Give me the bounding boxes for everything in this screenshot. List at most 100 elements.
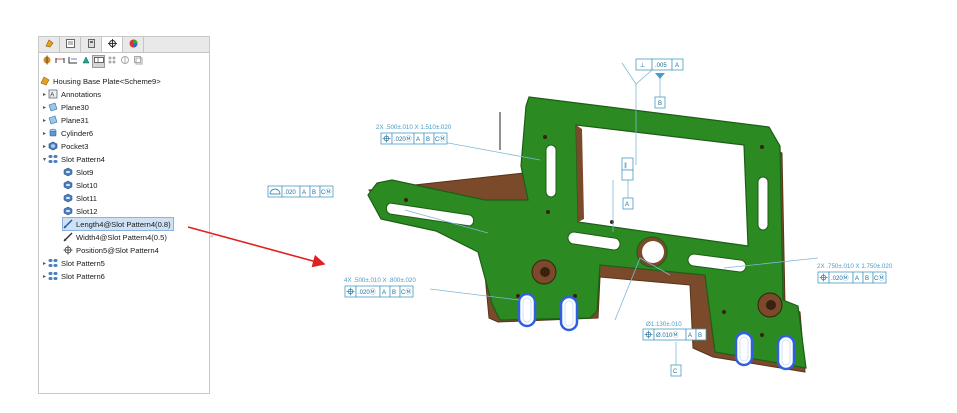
tree-item-label: Slot12 — [76, 206, 98, 216]
auto-dimension-scheme-icon — [42, 55, 52, 67]
show-tolerance-status-icon — [120, 55, 130, 67]
datum-icon — [81, 55, 91, 67]
fcf-symbol: ∥ — [624, 162, 627, 169]
expand-arrow-icon[interactable]: ▸ — [42, 91, 46, 98]
feature-manager-icon — [44, 38, 55, 51]
panel-tab-bar — [39, 37, 209, 53]
tree-item-label: Width4@Slot Pattern4(0.5) — [76, 232, 167, 242]
fcf-tolerance: .020Ⓜ — [358, 288, 376, 296]
size-dimension-icon — [55, 55, 65, 67]
dimxpert-manager-panel: Housing Base Plate<Scheme9> ▸ A Annotati… — [38, 36, 210, 394]
top-slot-right — [757, 176, 769, 231]
tab-display-manager[interactable] — [123, 37, 144, 52]
cylinder-icon — [48, 128, 58, 138]
fcf-tolerance: .020Ⓜ — [831, 274, 849, 282]
highlighted-slot-pattern[interactable] — [517, 292, 796, 371]
collapse-arrow-icon[interactable]: ▾ — [42, 156, 46, 163]
pattern-feature-button[interactable] — [106, 56, 117, 67]
fcf-datum-b: B — [392, 290, 396, 296]
expand-arrow-icon[interactable]: ▸ — [42, 143, 46, 150]
tree-item-label: Slot9 — [76, 167, 94, 177]
tab-configuration-manager[interactable] — [81, 37, 102, 52]
slot-icon — [63, 180, 73, 190]
top-slot-left — [545, 144, 557, 198]
auto-dimension-scheme-button[interactable] — [41, 55, 52, 67]
tab-dimxpert-manager[interactable] — [102, 37, 123, 52]
fcf-tolerance: .020Ⓜ — [394, 135, 412, 143]
expand-arrow-icon[interactable]: ▸ — [42, 130, 46, 137]
fcf-datum-b: B — [865, 276, 869, 282]
fcf-tolerance: .005 — [655, 63, 667, 69]
callout-arrow — [187, 226, 326, 268]
tree-item-label: Position5@Slot Pattern4 — [76, 245, 159, 255]
tab-property-manager[interactable] — [60, 37, 81, 52]
tree-item-label: Length4@Slot Pattern4(0.8) — [76, 219, 171, 229]
location-dimension-button[interactable] — [67, 56, 78, 67]
tree-item-length4-dimension[interactable]: Length4@Slot Pattern4(0.8) — [62, 217, 174, 231]
fcf-top-perpendicularity[interactable]: ⊥ .005 A B — [635, 58, 684, 109]
dim-top-slots[interactable]: 2X .500±.010 X 1.510±.020 .020Ⓜ A B CⓂ — [376, 124, 452, 145]
tree-item-slot-pattern5[interactable]: ▸ Slot Pattern5 — [41, 257, 105, 269]
datum-button[interactable] — [80, 56, 91, 67]
tree-item-slot-pattern6[interactable]: ▸ Slot Pattern6 — [41, 270, 105, 282]
datum-flag: B — [658, 101, 662, 107]
tab-feature-manager[interactable] — [39, 37, 60, 52]
property-manager-icon — [65, 38, 76, 51]
expand-arrow-icon[interactable]: ▸ — [42, 104, 46, 111]
location-dimension-icon — [68, 55, 78, 67]
expand-arrow-icon[interactable]: ▸ — [42, 117, 46, 124]
configuration-manager-icon — [86, 38, 97, 51]
panel-splitter-handle[interactable]: « — [210, 234, 214, 240]
fcf-symbol: ⊥ — [640, 62, 645, 69]
tree-item-label: Plane30 — [61, 102, 89, 112]
part-window-cutout — [575, 124, 749, 247]
tree-item-plane30[interactable]: ▸ Plane30 — [41, 101, 89, 113]
dimension-icon — [63, 232, 73, 242]
tree-item-slot9[interactable]: Slot9 — [63, 166, 93, 178]
slot-pattern-icon — [48, 271, 58, 281]
annotations-icon: A — [48, 89, 58, 99]
tree-item-annotations[interactable]: ▸ A Annotations — [41, 88, 101, 100]
tree-item-plane31[interactable]: ▸ Plane31 — [41, 114, 89, 126]
show-tolerance-status-button[interactable] — [119, 56, 130, 67]
fcf-datum-b: B — [698, 333, 702, 339]
slot-pattern-icon — [48, 258, 58, 268]
size-dimension-button[interactable] — [54, 56, 65, 67]
position-tolerance-icon — [63, 245, 73, 255]
dim-text: 4X .500±.010 X .800±.020 — [344, 277, 416, 284]
tree-item-slot10[interactable]: Slot10 — [63, 179, 98, 191]
tree-item-pocket3[interactable]: ▸ Pocket3 — [41, 140, 88, 152]
display-manager-icon — [128, 38, 139, 51]
mid-slot-left — [567, 231, 621, 251]
slot-pattern-icon — [48, 154, 58, 164]
tree-item-label: Slot Pattern6 — [61, 271, 105, 281]
expand-arrow-icon[interactable]: ▸ — [42, 273, 46, 280]
fcf-datum-a: A — [855, 276, 859, 282]
expand-arrow-icon[interactable]: ▸ — [42, 260, 46, 267]
copy-scheme-icon — [133, 55, 143, 67]
geometric-tolerance-button[interactable] — [92, 54, 105, 68]
tree-item-width4-dimension[interactable]: Width4@Slot Pattern4(0.5) — [63, 231, 167, 243]
tree-item-label: Plane31 — [61, 115, 89, 125]
tree-item-slot12[interactable]: Slot12 — [63, 205, 98, 217]
dim-right-slots[interactable]: 2X .750±.010 X 1.750±.020 .020Ⓜ A B CⓂ — [817, 263, 893, 284]
tree-item-position5-tolerance[interactable]: Position5@Slot Pattern4 — [63, 244, 159, 256]
tree-item-cylinder6[interactable]: ▸ Cylinder6 — [41, 127, 93, 139]
dim-central-bore[interactable]: Ø1.130±.010 Ø.010Ⓜ A B C — [642, 321, 707, 377]
fcf-datum-a: A — [416, 137, 420, 143]
copy-scheme-button[interactable] — [132, 56, 143, 67]
dim-left-slots[interactable]: 4X .500±.010 X .800±.020 .020Ⓜ A B CⓂ — [344, 277, 416, 298]
fcf-parallelism[interactable]: ∥ A — [621, 157, 634, 210]
fcf-datum-a: A — [302, 190, 306, 196]
fcf-tolerance: .020 — [284, 190, 296, 196]
slot-icon — [63, 167, 73, 177]
tree-item-slot-pattern4[interactable]: ▾ Slot Pattern4 — [41, 153, 105, 165]
datum-flag: A — [625, 202, 629, 208]
fcf-datum-a: A — [688, 333, 692, 339]
fcf-datum-c: CⓂ — [435, 135, 445, 143]
fcf-profile[interactable]: .020 A B CⓂ — [267, 185, 334, 198]
tree-item-slot11[interactable]: Slot11 — [63, 192, 97, 204]
tree-root[interactable]: Housing Base Plate<Scheme9> — [40, 75, 161, 87]
geometric-tolerance-icon — [93, 55, 104, 67]
